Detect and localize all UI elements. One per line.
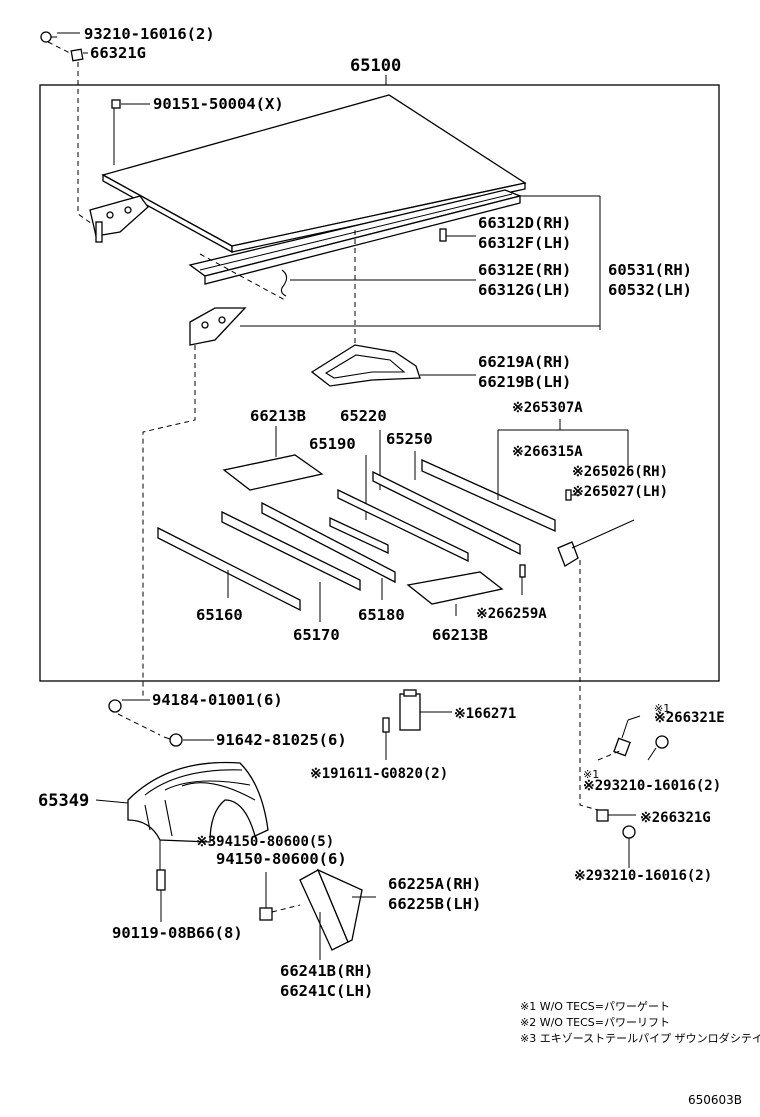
bolt-93210-16016-low bbox=[622, 825, 636, 868]
pin-66312D bbox=[439, 228, 476, 242]
clip-66321G-low bbox=[596, 809, 636, 822]
hinge-bracket-left bbox=[89, 195, 149, 243]
label-94184-01001: 94184-01001(6) bbox=[152, 691, 283, 709]
frame-66219A bbox=[310, 344, 476, 387]
label-90151-50004: 90151-50004(X) bbox=[153, 95, 284, 113]
nut-94150-80600 bbox=[259, 872, 273, 921]
clip-94184-01001 bbox=[108, 699, 150, 713]
label-65307A: ※265307A bbox=[512, 400, 583, 416]
label-66321E-pre: ※1 bbox=[654, 702, 670, 715]
deck-board bbox=[101, 94, 527, 254]
label-91611-G0820: ※191611-G0820(2) bbox=[310, 766, 448, 782]
stopper-65026 bbox=[565, 489, 580, 501]
block-66321E-frame bbox=[557, 519, 635, 567]
label-66321E: ※266321E bbox=[654, 710, 725, 726]
label-94150-80600-5: ※394150-80600(5) bbox=[196, 834, 334, 850]
clip-66321G-top bbox=[70, 48, 88, 62]
bolt-93210-16016-top bbox=[40, 31, 80, 43]
clip-66312E bbox=[280, 269, 476, 297]
label-93210-16016-mid: ※293210-16016(2) bbox=[583, 778, 721, 794]
assembly-frame-65100 bbox=[39, 84, 720, 682]
label-65180: 65180 bbox=[358, 606, 405, 624]
label-66225A: 66225A(RH) bbox=[388, 875, 481, 893]
label-66312D: 66312D(RH) bbox=[478, 214, 571, 232]
label-93210-mid-pre: ※1 bbox=[583, 768, 599, 781]
label-94150-80600-6: 94150-80600(6) bbox=[216, 850, 347, 868]
label-66241C: 66241C(LH) bbox=[280, 982, 373, 1000]
footnote-3: ※3 エキゾーストテールパイプ ザウンロダシテイプ bbox=[520, 1031, 760, 1045]
label-66219B: 66219B(LH) bbox=[478, 373, 571, 391]
label-66259A: ※266259A bbox=[476, 606, 547, 622]
label-65349: 65349 bbox=[38, 791, 89, 811]
label-65170: 65170 bbox=[293, 626, 340, 644]
mat-66213B-upper bbox=[222, 426, 324, 491]
label-66321G-low: ※266321G bbox=[640, 810, 711, 826]
label-66213B-upper: 66213B bbox=[250, 407, 306, 425]
label-66312F: 66312F(LH) bbox=[478, 234, 571, 252]
clip-66321E-outside bbox=[613, 715, 641, 757]
pin-66259A bbox=[519, 564, 526, 595]
rail-65307A bbox=[421, 419, 629, 533]
bolt-90119-08B66 bbox=[156, 869, 166, 922]
mat-66213B-lower bbox=[406, 571, 504, 616]
label-65026: ※265026(RH) bbox=[572, 464, 668, 480]
label-66271: ※166271 bbox=[454, 706, 516, 722]
label-60532: 60532(LH) bbox=[608, 281, 692, 299]
rail-65250 bbox=[372, 451, 521, 556]
screw-91611-G0820 bbox=[382, 717, 390, 760]
mudflap-66225A bbox=[299, 868, 376, 960]
label-65160: 65160 bbox=[196, 606, 243, 624]
label-66312G: 66312G(LH) bbox=[478, 281, 571, 299]
bolt-91642-81025 bbox=[163, 733, 214, 747]
rail-65180 bbox=[261, 501, 396, 600]
label-90119-08B66: 90119-08B66(8) bbox=[112, 924, 243, 942]
bolt-93210-16016-mid bbox=[647, 735, 669, 761]
label-66315A: ※266315A bbox=[512, 444, 583, 460]
bracket-60531 bbox=[189, 307, 600, 346]
rail-65170 bbox=[221, 510, 361, 622]
label-65100: 65100 bbox=[350, 56, 401, 76]
label-65220: 65220 bbox=[340, 407, 387, 425]
label-60531: 60531(RH) bbox=[608, 261, 692, 279]
rail-65160 bbox=[157, 526, 301, 612]
footnote-2: ※2 W/O TECS=パワーリフト bbox=[520, 1016, 670, 1029]
bracket-66271 bbox=[399, 689, 452, 731]
mudguard-65349 bbox=[95, 761, 269, 870]
screw-90151-50004 bbox=[111, 99, 150, 109]
label-66321G-top: 66321G bbox=[90, 44, 146, 62]
label-66312E: 66312E(RH) bbox=[478, 261, 571, 279]
label-65027: ※265027(LH) bbox=[572, 484, 668, 500]
label-66213B-lower: 66213B bbox=[432, 626, 488, 644]
label-65190: 65190 bbox=[309, 435, 356, 453]
label-91642-81025: 91642-81025(6) bbox=[216, 731, 347, 749]
label-65250: 65250 bbox=[386, 430, 433, 448]
label-93210-16016-low: ※293210-16016(2) bbox=[574, 868, 712, 884]
label-66219A: 66219A(RH) bbox=[478, 353, 571, 371]
label-66241B: 66241B(RH) bbox=[280, 962, 373, 980]
label-66225B: 66225B(LH) bbox=[388, 895, 481, 913]
footnote-1: ※1 W/O TECS=パワーゲート bbox=[520, 1000, 670, 1013]
diagram-code: 650603B bbox=[688, 1093, 742, 1107]
label-93210-16016-top: 93210-16016(2) bbox=[84, 25, 215, 43]
